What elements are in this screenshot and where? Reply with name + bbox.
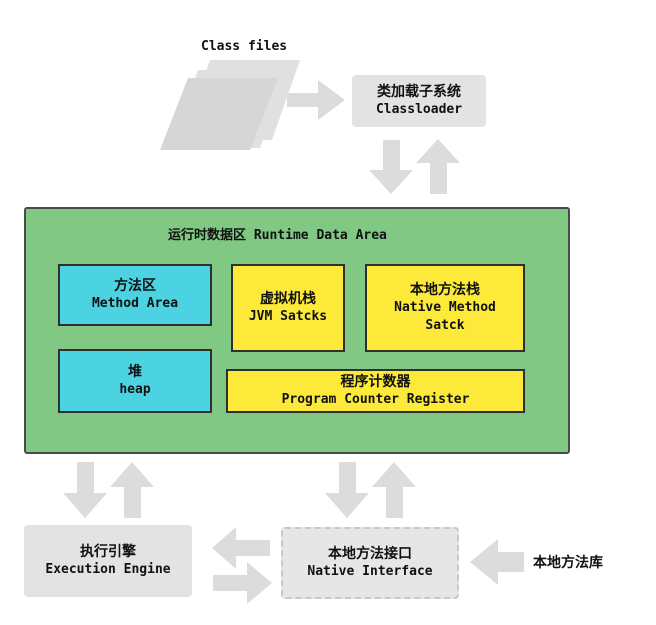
classloader-title-cn: 类加载子系统: [377, 84, 461, 100]
native-stack-title-en-2: Satck: [425, 318, 465, 333]
method-area-box: 方法区 Method Area: [58, 264, 212, 326]
arrow-up-icon: [416, 139, 460, 194]
arrow-up-icon: [110, 462, 154, 518]
arrow-right-icon: [213, 562, 272, 604]
arrow-right-icon: [287, 80, 345, 120]
class-files-icon: [160, 60, 300, 150]
pc-register-box: 程序计数器 Program Counter Register: [226, 369, 525, 413]
execution-engine-box: 执行引擎 Execution Engine: [24, 525, 192, 597]
method-area-title-cn: 方法区: [114, 278, 156, 294]
native-interface-box: 本地方法接口 Native Interface: [281, 527, 459, 599]
pc-register-title-cn: 程序计数器: [340, 374, 411, 390]
class-files-label: Class files: [201, 39, 288, 54]
arrow-down-icon: [325, 462, 369, 518]
jvm-stacks-box: 虚拟机栈 JVM Satcks: [231, 264, 345, 352]
arrow-up-icon: [372, 462, 416, 518]
jvm-stacks-title-en: JVM Satcks: [248, 309, 328, 324]
native-library-label: 本地方法库: [533, 555, 603, 571]
native-interface-title-cn: 本地方法接口: [328, 546, 412, 562]
execution-engine-title-en: Execution Engine: [45, 562, 171, 577]
arrow-down-icon: [63, 462, 107, 518]
arrow-left-icon: [212, 527, 270, 569]
method-area-title-en: Method Area: [91, 296, 179, 311]
heap-title-en: heap: [119, 382, 151, 397]
native-method-stack-box: 本地方法栈 Native Method Satck: [365, 264, 525, 352]
jvm-stacks-title-cn: 虚拟机栈: [260, 291, 316, 307]
native-stack-title-cn: 本地方法栈: [410, 282, 480, 298]
classloader-title-en: Classloader: [375, 102, 463, 117]
pc-register-title-en: Program Counter Register: [281, 392, 470, 407]
arrow-left-icon: [470, 539, 524, 585]
execution-engine-title-cn: 执行引擎: [80, 544, 136, 560]
arrow-down-icon: [369, 140, 413, 194]
classloader-box: 类加载子系统 Classloader: [352, 75, 486, 127]
runtime-title: 运行时数据区 Runtime Data Area: [168, 228, 387, 243]
heap-box: 堆 heap: [58, 349, 212, 413]
native-stack-title-en-1: Native Method: [394, 300, 496, 315]
native-interface-title-en: Native Interface: [307, 564, 433, 579]
heap-title-cn: 堆: [128, 364, 142, 380]
